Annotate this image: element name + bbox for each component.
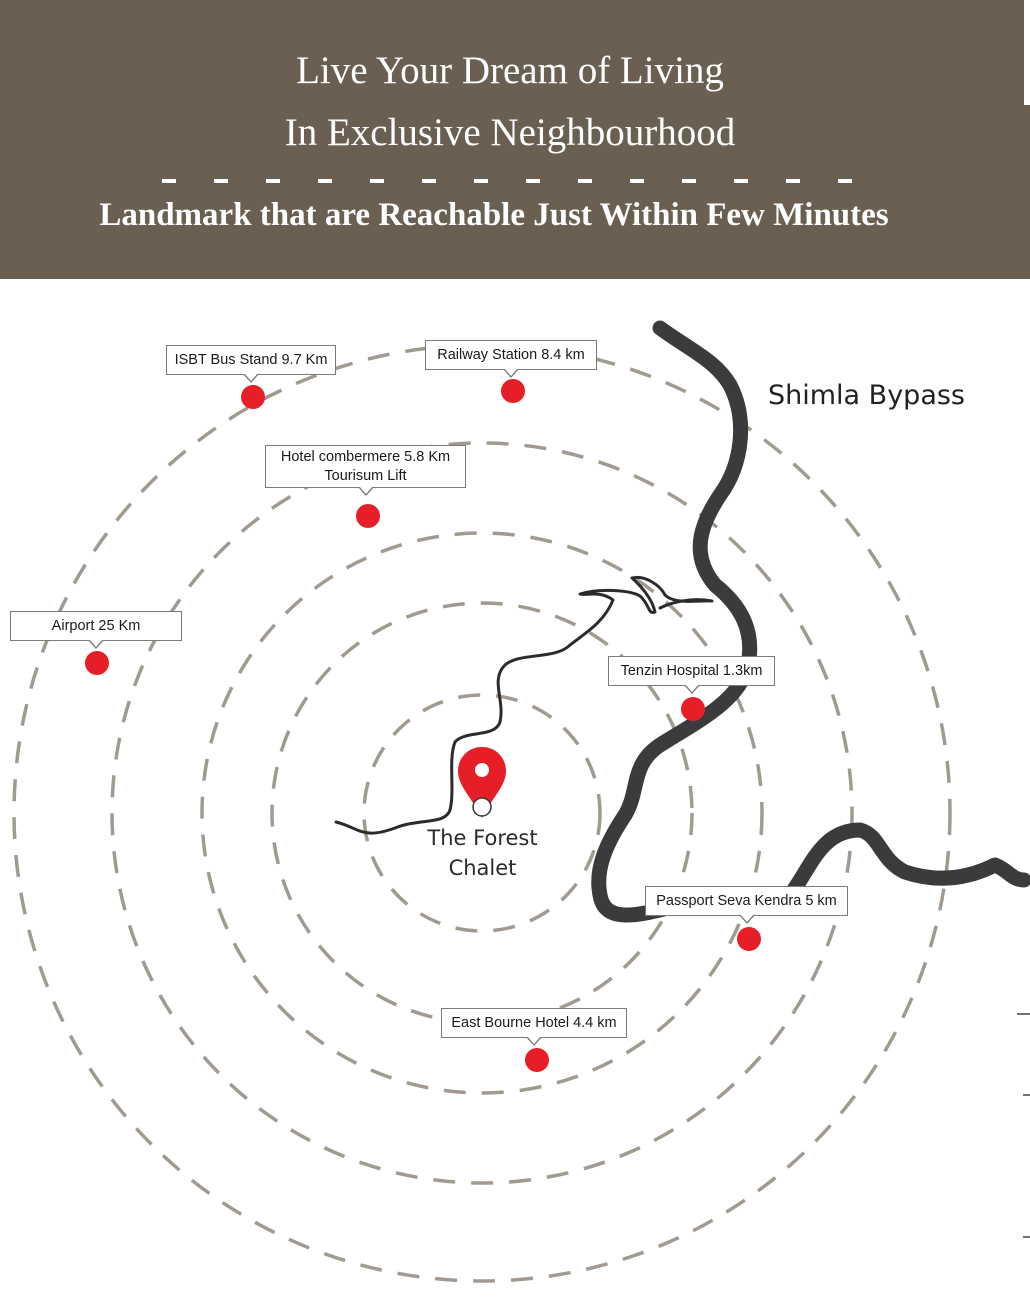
isbt-label: ISBT Bus Stand 9.7 Km (166, 345, 336, 383)
airport-label: Airport 25 Km (10, 611, 182, 649)
isbt-label-text: ISBT Bus Stand 9.7 Km (174, 352, 328, 368)
road-name-label: Shimla Bypass (768, 380, 966, 411)
railway-label: Railway Station 8.4 km (425, 340, 597, 378)
combermere-label: Hotel combermere 5.8 Km Tourisum Lift (265, 445, 466, 496)
headline-line-1: Live Your Dream of Living (296, 49, 724, 92)
railway-marker (501, 379, 525, 403)
airport-marker (85, 651, 109, 675)
local-access-road (334, 575, 714, 835)
tenzin-marker (681, 697, 705, 721)
header-banner-edge (1024, 105, 1030, 279)
location-pin-icon (458, 747, 506, 818)
airport-label-text: Airport 25 Km (51, 618, 141, 634)
dashed-separator (162, 179, 862, 183)
center-place-line1: The Forest (427, 826, 538, 850)
combermere-marker (356, 504, 380, 528)
distance-ring-3 (200, 531, 764, 1095)
subheading: Landmark that are Reachable Just Within … (99, 197, 889, 233)
center-place-name: The Forest Chalet (410, 823, 555, 883)
passport-label-text: Passport Seva Kendra 5 km (656, 893, 837, 909)
distance-ring-1 (362, 693, 602, 933)
tenzin-label: Tenzin Hospital 1.3km (608, 656, 775, 694)
shimla-bypass-road (591, 320, 1030, 923)
combermere-label-line2: Tourisum Lift (324, 468, 407, 484)
eastbourne-label: East Bourne Hotel 4.4 km (441, 1008, 627, 1046)
distance-ring-2 (270, 601, 694, 1025)
headline-line-2: In Exclusive Neighbourhood (284, 111, 736, 154)
combermere-label-line1: Hotel combermere 5.8 Km (280, 449, 451, 465)
isbt-marker (241, 385, 265, 409)
header-banner (0, 0, 1024, 279)
center-place-line2: Chalet (448, 856, 517, 880)
tenzin-label-text: Tenzin Hospital 1.3km (620, 663, 763, 679)
railway-label-text: Railway Station 8.4 km (437, 347, 585, 363)
passport-marker (737, 927, 761, 951)
distance-ring-4 (110, 441, 854, 1185)
passport-label: Passport Seva Kendra 5 km (645, 886, 848, 924)
eastbourne-label-text: East Bourne Hotel 4.4 km (451, 1015, 617, 1031)
eastbourne-marker (525, 1048, 549, 1072)
